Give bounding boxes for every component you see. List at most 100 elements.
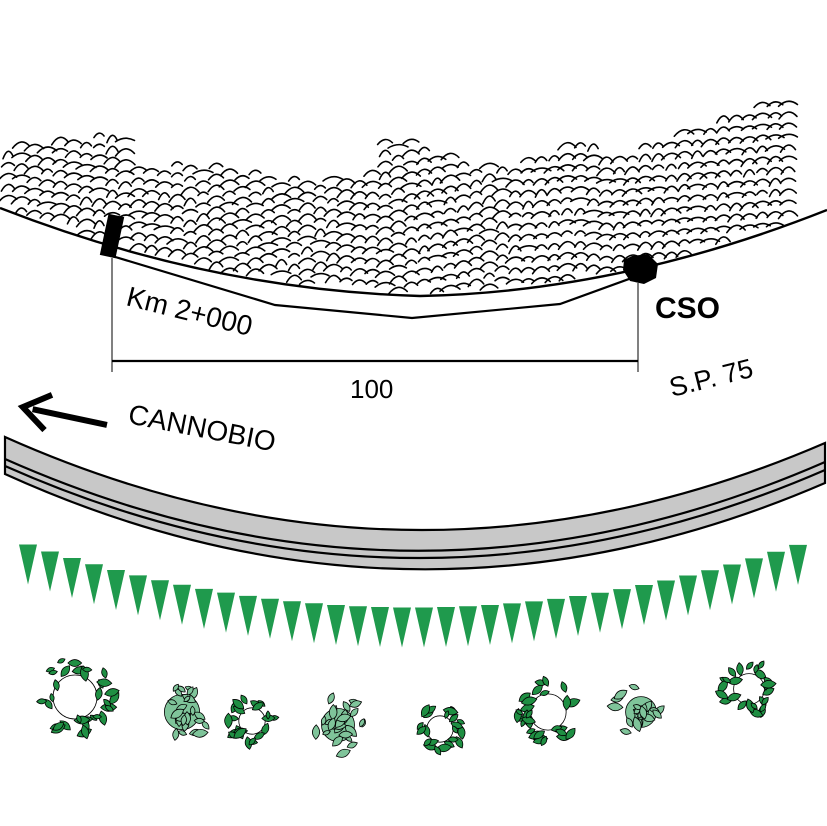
rock-hatch-stroke bbox=[234, 229, 250, 239]
rock-hatch-stroke bbox=[507, 223, 523, 229]
rock-hatch-stroke bbox=[752, 134, 772, 143]
rock-hatch-stroke bbox=[443, 207, 457, 215]
rock-hatch-stroke bbox=[530, 211, 552, 220]
rock-hatch-stroke bbox=[676, 195, 692, 203]
rock-hatch-stroke bbox=[297, 257, 317, 265]
rock-hatch-stroke bbox=[141, 212, 161, 219]
rock-hatch-stroke bbox=[105, 189, 119, 198]
rock-hatch-stroke bbox=[90, 154, 108, 161]
tree-leaf bbox=[265, 710, 271, 720]
rock-hatch-stroke bbox=[38, 179, 56, 187]
rock-hatch-stroke bbox=[218, 245, 240, 253]
rock-hatch-stroke bbox=[154, 202, 174, 212]
rock-hatch-stroke bbox=[102, 200, 122, 209]
rock-hatch-stroke bbox=[285, 219, 303, 228]
rock-hatch-stroke bbox=[350, 246, 368, 253]
rock-hatch-stroke bbox=[131, 177, 145, 184]
tree-leaf bbox=[251, 702, 264, 711]
rock-hatch-stroke bbox=[416, 157, 432, 166]
tree-leaf bbox=[232, 699, 245, 710]
rock-hatch-stroke bbox=[777, 133, 799, 140]
tree-leaf bbox=[322, 730, 331, 736]
tree-leaf bbox=[172, 683, 179, 692]
rock-hatch-stroke bbox=[660, 152, 682, 161]
rock-hatch-stroke bbox=[699, 171, 721, 180]
rock-hatch-stroke bbox=[766, 166, 784, 176]
rock-hatch-stroke bbox=[195, 235, 211, 244]
rock-hatch-stroke bbox=[208, 250, 224, 256]
rock-hatch-stroke bbox=[478, 206, 500, 215]
rock-hatch-stroke bbox=[455, 271, 471, 280]
rock-hatch-stroke bbox=[507, 168, 523, 176]
rock-hatch-stroke bbox=[404, 237, 418, 245]
rock-hatch-stroke bbox=[76, 229, 96, 236]
rock-hatch-stroke bbox=[313, 184, 327, 191]
rock-hatch-stroke bbox=[598, 222, 614, 231]
rock-hatch-stroke bbox=[570, 186, 590, 193]
hedge-triangle bbox=[305, 603, 323, 644]
rock-hatch-stroke bbox=[364, 257, 380, 265]
tree-row bbox=[36, 658, 777, 758]
tree-leaf bbox=[335, 748, 351, 758]
rock-hatch-stroke bbox=[218, 212, 240, 221]
rock-hatch-stroke bbox=[283, 186, 305, 196]
hedge-triangle bbox=[19, 544, 37, 585]
rock-hatch-stroke bbox=[560, 197, 574, 203]
rock-hatch-stroke bbox=[181, 208, 199, 215]
rock-hatching bbox=[0, 100, 799, 295]
rock-hatch-stroke bbox=[389, 220, 407, 230]
rock-hatch-stroke bbox=[519, 189, 537, 198]
rock-hatch-stroke bbox=[182, 241, 198, 250]
rock-hatch-stroke bbox=[327, 197, 339, 204]
rock-hatch-stroke bbox=[585, 187, 601, 196]
rock-hatch-stroke bbox=[548, 155, 560, 162]
rock-hatch-stroke bbox=[440, 218, 460, 226]
rock-hatch-stroke bbox=[114, 148, 136, 157]
rock-hatch-stroke bbox=[142, 200, 160, 209]
tree-leaf bbox=[737, 700, 747, 710]
rock-hatch-stroke bbox=[455, 194, 471, 201]
rock-hatch-stroke bbox=[441, 229, 459, 239]
rock-hatch-stroke bbox=[378, 171, 392, 181]
road-band bbox=[3, 435, 827, 571]
tree-leaf bbox=[444, 710, 450, 719]
rock-hatch-stroke bbox=[417, 234, 431, 241]
tree-leaf bbox=[193, 711, 206, 720]
rock-hatch-stroke bbox=[651, 197, 665, 206]
rock-hatch-stroke bbox=[39, 190, 55, 197]
tree-icon bbox=[36, 658, 120, 740]
rock-hatch-stroke bbox=[171, 161, 183, 167]
rock-hatch-stroke bbox=[222, 190, 236, 197]
rock-hatch-stroke bbox=[361, 246, 383, 255]
rock-hatch-stroke bbox=[297, 224, 317, 233]
rock-hatch-stroke bbox=[27, 198, 41, 206]
rock-hatch-stroke bbox=[376, 237, 394, 247]
rock-hatch-stroke bbox=[427, 276, 447, 283]
rock-hatch-stroke bbox=[569, 219, 591, 225]
rock-hatch-stroke bbox=[677, 162, 691, 170]
hedge-triangle bbox=[239, 595, 257, 636]
rock-hatch-stroke bbox=[88, 187, 110, 194]
rock-hatch-stroke bbox=[77, 174, 95, 181]
rock-hatch-stroke bbox=[79, 196, 93, 206]
rock-hatch-stroke bbox=[271, 225, 291, 235]
rock-hatch-stroke bbox=[623, 243, 641, 250]
rock-hatch-stroke bbox=[170, 183, 184, 189]
rock-hatch-stroke bbox=[156, 170, 172, 177]
rock-hatch-stroke bbox=[753, 178, 771, 187]
hedge-triangle bbox=[437, 607, 455, 648]
tree-leaf bbox=[531, 684, 543, 695]
rock-hatch-stroke bbox=[166, 238, 188, 245]
rock-hatch-stroke bbox=[778, 188, 798, 197]
rock-hatch-stroke bbox=[714, 214, 732, 222]
rock-hatch-stroke bbox=[534, 189, 548, 198]
rock-hatch-stroke bbox=[740, 125, 758, 132]
rock-hatch-stroke bbox=[597, 200, 615, 207]
tree-leaf bbox=[67, 659, 83, 667]
tree-leaf bbox=[172, 727, 180, 741]
rock-hatch-stroke bbox=[233, 185, 251, 192]
rock-hatch-stroke bbox=[270, 237, 292, 243]
hedge-triangle bbox=[481, 605, 499, 646]
rock-hatch-stroke bbox=[728, 158, 744, 165]
rock-hatch-stroke bbox=[427, 243, 447, 252]
